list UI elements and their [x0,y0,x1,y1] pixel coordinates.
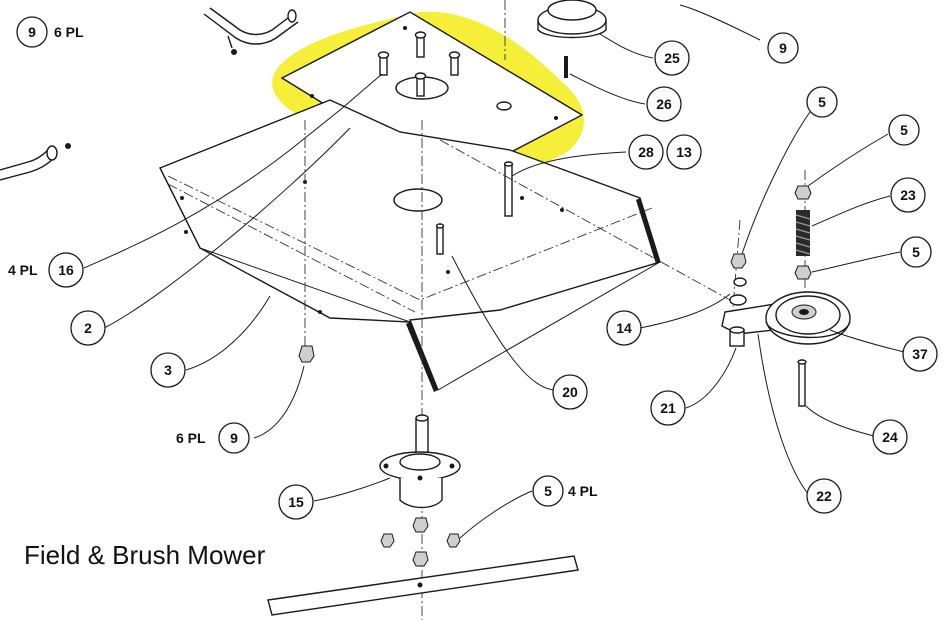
callout-23: 23 [890,177,926,213]
callout-9-topleft: 9 [16,16,48,48]
svg-text:23: 23 [900,187,916,203]
callout-14: 14 [606,310,642,346]
handle-upper [203,7,299,55]
svg-text:5: 5 [900,122,908,138]
callout-15: 15 [278,484,314,520]
svg-text:16: 16 [58,262,74,278]
svg-text:22: 22 [816,488,832,504]
svg-text:20: 20 [562,384,578,400]
svg-text:21: 21 [660,400,676,416]
callout-5-c: 5 [900,236,932,268]
callout-9-bottom: 9 [218,422,250,454]
svg-text:5: 5 [818,94,826,110]
svg-text:9: 9 [230,430,238,446]
svg-text:37: 37 [912,346,928,362]
handle-lower [0,143,71,181]
callout-5-d: 5 [532,475,564,507]
svg-text:26: 26 [656,96,672,112]
svg-text:25: 25 [664,50,680,66]
callout-26: 26 [646,86,682,122]
idler-assembly [721,185,851,407]
callout-5-b: 5 [888,114,920,146]
callout-37: 37 [902,336,938,372]
callout-13: 13 [666,134,702,170]
blade [267,555,579,616]
svg-text:14: 14 [616,320,632,336]
svg-text:15: 15 [288,494,304,510]
note-6pl-bottom: 6 PL [176,430,206,446]
svg-text:13: 13 [676,144,692,160]
spring [795,210,811,256]
note-4pl-left: 4 PL [8,262,38,278]
callout-9-topright: 9 [767,32,799,64]
svg-text:9: 9 [779,40,787,56]
svg-text:5: 5 [544,483,552,499]
svg-text:9: 9 [28,24,36,40]
note-4pl-bottom: 4 PL [568,483,598,499]
callout-21: 21 [650,390,686,426]
callout-24: 24 [872,419,908,455]
deck-housing [159,99,661,392]
svg-text:24: 24 [882,429,898,445]
plate-bolts [377,31,461,97]
callout-5-a: 5 [806,86,838,118]
svg-text:3: 3 [164,362,172,378]
deck-pins [435,161,514,255]
callout-16: 16 [48,252,84,288]
callout-22: 22 [806,478,842,514]
svg-text:5: 5 [912,244,920,260]
note-6pl-top: 6 PL [54,24,84,40]
leader-lines [83,4,905,539]
callout-3: 3 [150,352,186,388]
callout-25: 25 [654,40,690,76]
spindle [379,414,461,567]
callout-28: 28 [628,134,664,170]
diagram-caption: Field & Brush Mower [24,540,266,570]
pulley-top [537,0,607,78]
callout-2: 2 [70,310,106,346]
svg-text:28: 28 [638,144,654,160]
callout-20: 20 [552,374,588,410]
hex-nut-left [298,345,315,363]
svg-text:2: 2 [84,320,92,336]
